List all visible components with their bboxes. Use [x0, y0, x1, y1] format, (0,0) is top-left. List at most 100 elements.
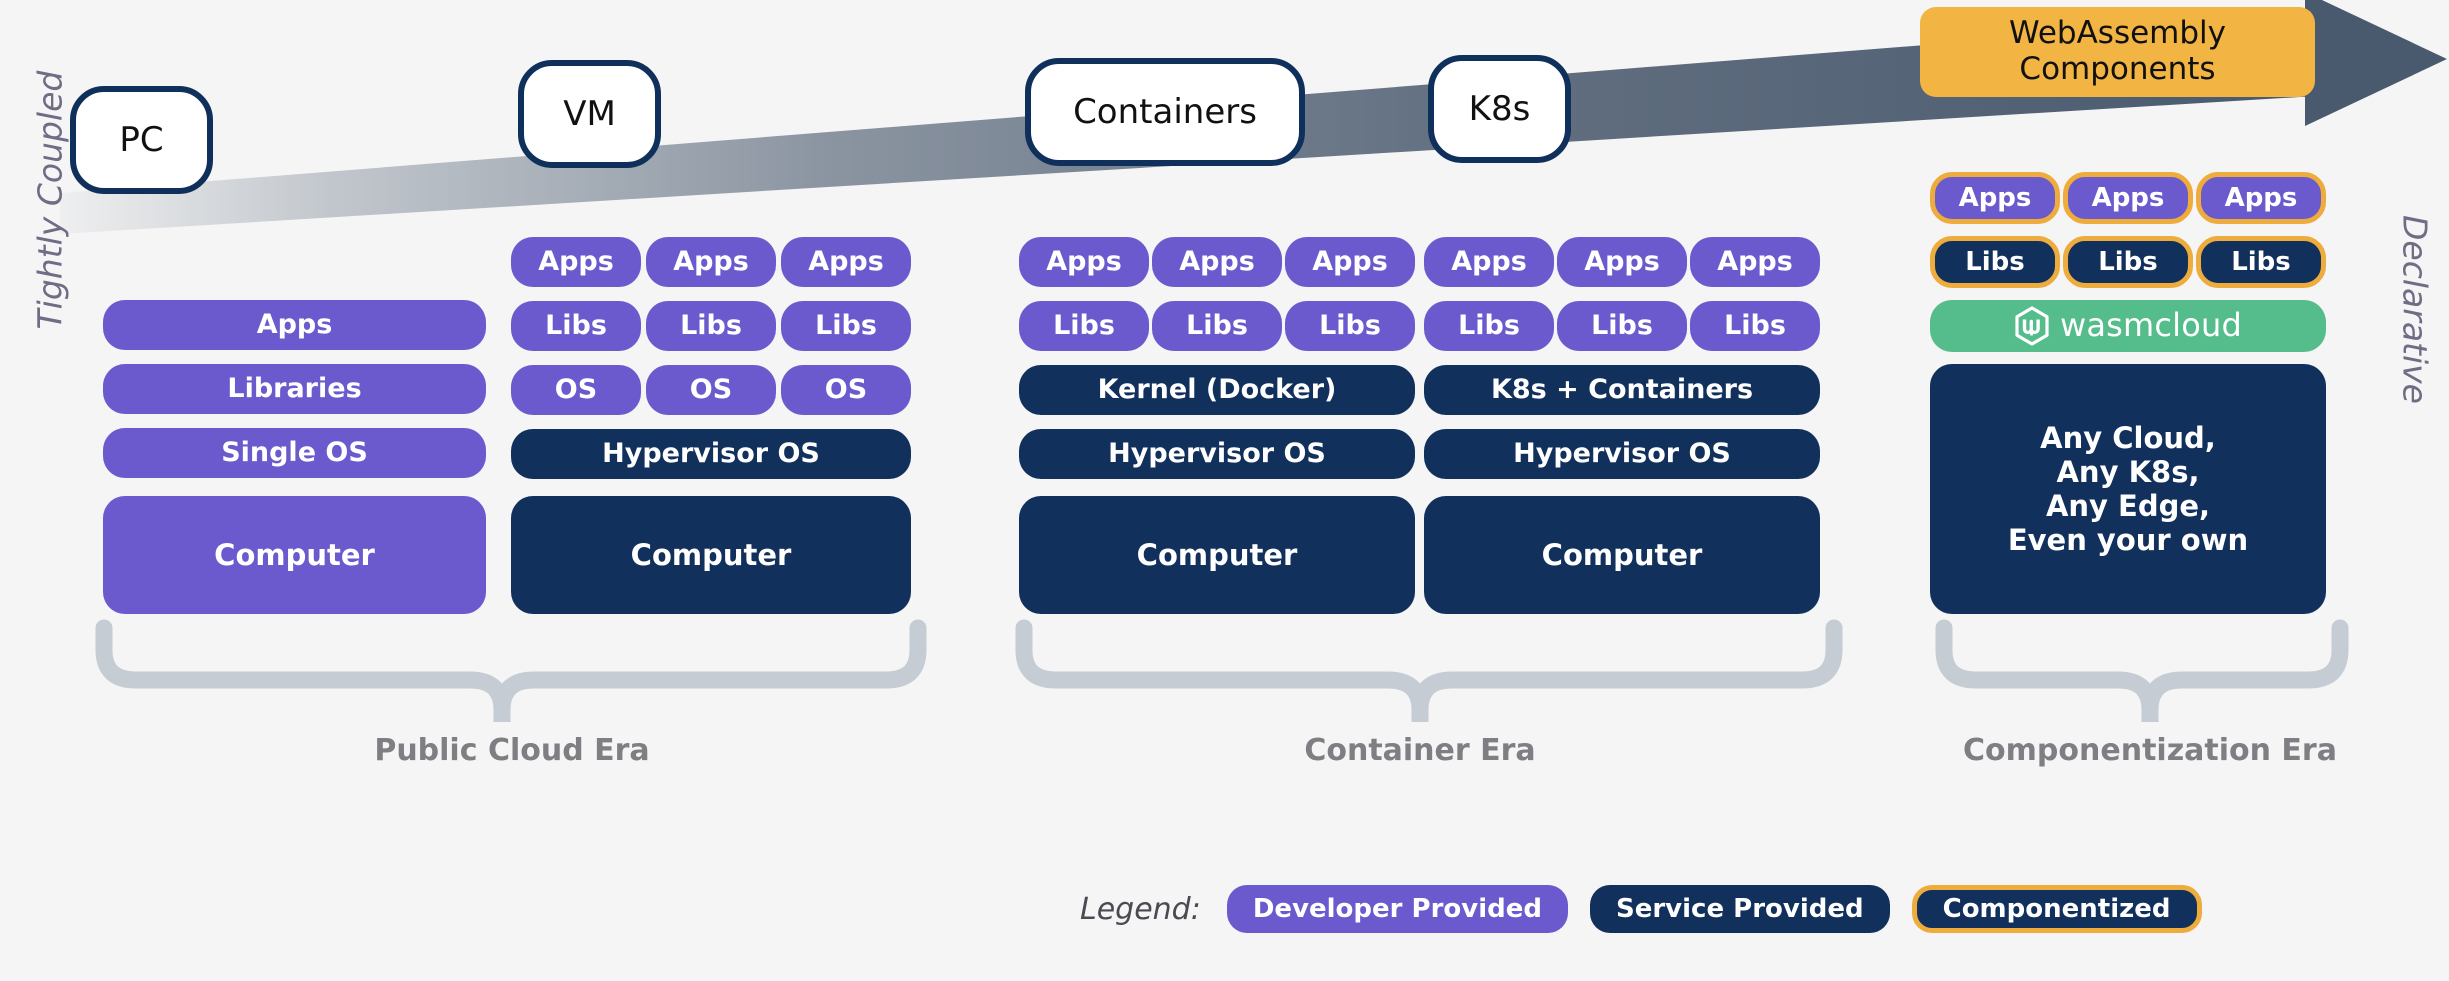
pc-row-single-os-label: Single OS [221, 437, 368, 469]
vm-guest-1-libs[interactable]: Libs [511, 301, 641, 351]
milestone-chip-webassembly-components[interactable]: WebAssembly Components [1920, 7, 2315, 97]
k8s-guest-1-apps[interactable]: Apps [1424, 237, 1554, 287]
containers-row-hypervisor-os[interactable]: Hypervisor OS [1019, 429, 1415, 479]
k8s-row-k8s-containers-label: K8s + Containers [1490, 374, 1754, 406]
vm-row-hypervisor-os-label: Hypervisor OS [602, 438, 820, 470]
k8s-guest-1-libs[interactable]: Libs [1424, 301, 1554, 351]
pc-row-libraries[interactable]: Libraries [103, 364, 486, 414]
pc-row-apps[interactable]: Apps [103, 300, 486, 350]
legend-title: Legend: [1080, 891, 1201, 927]
legend-item-developer-provided[interactable]: Developer Provided [1226, 885, 1568, 933]
k8s-row-computer[interactable]: Computer [1424, 496, 1820, 614]
k8s-guest-2-apps[interactable]: Apps [1557, 237, 1687, 287]
k8s-guest-3-libs-label: Libs [1724, 310, 1786, 342]
pc-row-apps-label: Apps [256, 309, 333, 341]
wasm-chip-line2: Components [2019, 51, 2216, 87]
milestone-bubble-containers[interactable]: Containers [1025, 58, 1305, 166]
wasm-base-line-1: Any Cloud, [2040, 420, 2216, 455]
vm-guest-3-os[interactable]: OS [781, 365, 911, 415]
containers-guest-2-apps[interactable]: Apps [1152, 237, 1282, 287]
containers-guest-1-apps[interactable]: Apps [1019, 237, 1149, 287]
containers-row-hypervisor-os-label: Hypervisor OS [1108, 438, 1326, 470]
vm-guest-1-os-label: OS [554, 374, 598, 406]
wasm-base-line-4: Even your own [2007, 523, 2249, 558]
milestone-label-pc: PC [119, 120, 164, 160]
wasm-component-1-libs[interactable]: Libs [1930, 236, 2060, 288]
wasm-component-1-apps[interactable]: Apps [1930, 172, 2060, 224]
wasm-component-1-libs-label: Libs [1965, 246, 2025, 277]
axis-label-tightly-coupled: Tightly Coupled [30, 70, 70, 330]
legend-item-componentized-label: Componentized [1942, 894, 2171, 924]
containers-guest-2-libs-label: Libs [1186, 310, 1248, 342]
wasm-component-2-libs[interactable]: Libs [2063, 236, 2193, 288]
containers-guest-1-libs[interactable]: Libs [1019, 301, 1149, 351]
containers-guest-3-libs[interactable]: Libs [1285, 301, 1415, 351]
vm-guest-1-os[interactable]: OS [511, 365, 641, 415]
era-label-container: Container Era [1220, 733, 1620, 768]
wasm-platform-bar-wasmcloud[interactable]: wasmcloud [1930, 300, 2326, 352]
k8s-row-computer-label: Computer [1541, 537, 1703, 572]
wasm-base-line-3: Any Edge, [2045, 489, 2211, 523]
wasm-component-2-libs-label: Libs [2098, 246, 2158, 277]
milestone-label-containers: Containers [1073, 92, 1257, 132]
containers-guest-1-apps-label: Apps [1046, 246, 1122, 278]
k8s-guest-3-apps[interactable]: Apps [1690, 237, 1820, 287]
k8s-guest-2-libs[interactable]: Libs [1557, 301, 1687, 351]
k8s-guest-1-libs-label: Libs [1458, 310, 1520, 342]
k8s-guest-3-libs[interactable]: Libs [1690, 301, 1820, 351]
vm-guest-2-apps-label: Apps [673, 246, 749, 278]
legend-item-componentized[interactable]: Componentized [1911, 885, 2202, 933]
vm-row-hypervisor-os[interactable]: Hypervisor OS [511, 429, 911, 479]
vm-guest-1-apps[interactable]: Apps [511, 237, 641, 287]
wasm-component-3-apps[interactable]: Apps [2196, 172, 2326, 224]
k8s-row-k8s-containers[interactable]: K8s + Containers [1424, 365, 1820, 415]
vm-guest-2-libs-label: Libs [680, 310, 742, 342]
k8s-guest-3-apps-label: Apps [1717, 246, 1793, 278]
containers-guest-3-apps-label: Apps [1312, 246, 1388, 278]
containers-guest-3-libs-label: Libs [1319, 310, 1381, 342]
wasm-component-1-apps-label: Apps [1958, 182, 2032, 213]
milestone-bubble-pc[interactable]: PC [70, 86, 213, 194]
vm-guest-2-apps[interactable]: Apps [646, 237, 776, 287]
legend-item-developer-provided-label: Developer Provided [1252, 894, 1542, 924]
k8s-row-hypervisor-os[interactable]: Hypervisor OS [1424, 429, 1820, 479]
pc-row-computer-label: Computer [214, 537, 375, 572]
vm-guest-3-apps[interactable]: Apps [781, 237, 911, 287]
containers-row-computer[interactable]: Computer [1019, 496, 1415, 614]
k8s-guest-2-apps-label: Apps [1584, 246, 1660, 278]
legend-item-service-provided[interactable]: Service Provided [1590, 885, 1890, 933]
wasm-component-3-apps-label: Apps [2224, 182, 2298, 213]
pc-row-single-os[interactable]: Single OS [103, 428, 486, 478]
vm-guest-2-libs[interactable]: Libs [646, 301, 776, 351]
pc-row-computer[interactable]: Computer [103, 496, 486, 614]
vm-guest-1-apps-label: Apps [538, 246, 614, 278]
vm-row-computer-label: Computer [630, 537, 792, 572]
wasm-base-any-cloud[interactable]: Any Cloud, Any K8s, Any Edge, Even your … [1930, 364, 2326, 614]
containers-guest-3-apps[interactable]: Apps [1285, 237, 1415, 287]
vm-guest-1-libs-label: Libs [545, 310, 607, 342]
wasm-component-3-libs[interactable]: Libs [2196, 236, 2326, 288]
wasm-component-2-apps-label: Apps [2091, 182, 2165, 213]
containers-row-kernel-docker[interactable]: Kernel (Docker) [1019, 365, 1415, 415]
vm-guest-3-libs[interactable]: Libs [781, 301, 911, 351]
vm-guest-3-apps-label: Apps [808, 246, 884, 278]
pc-row-libraries-label: Libraries [227, 373, 362, 405]
era-label-public-cloud-text: Public Cloud Era [374, 733, 650, 768]
era-label-componentization: Componentization Era [1890, 733, 2410, 768]
k8s-guest-1-apps-label: Apps [1451, 246, 1527, 278]
containers-row-computer-label: Computer [1136, 537, 1298, 572]
vm-guest-2-os[interactable]: OS [646, 365, 776, 415]
legend-item-service-provided-label: Service Provided [1616, 894, 1864, 924]
milestone-bubble-vm[interactable]: VM [518, 60, 661, 168]
era-label-componentization-text: Componentization Era [1963, 733, 2337, 768]
vm-row-computer[interactable]: Computer [511, 496, 911, 614]
wasm-component-2-apps[interactable]: Apps [2063, 172, 2193, 224]
vm-guest-3-libs-label: Libs [815, 310, 877, 342]
k8s-guest-2-libs-label: Libs [1591, 310, 1653, 342]
wasm-component-3-libs-label: Libs [2231, 246, 2291, 277]
wasmcloud-hexagon-logo-icon [2014, 306, 2050, 346]
milestone-bubble-k8s[interactable]: K8s [1428, 55, 1571, 163]
milestone-label-k8s: K8s [1468, 89, 1531, 129]
containers-guest-2-libs[interactable]: Libs [1152, 301, 1282, 351]
